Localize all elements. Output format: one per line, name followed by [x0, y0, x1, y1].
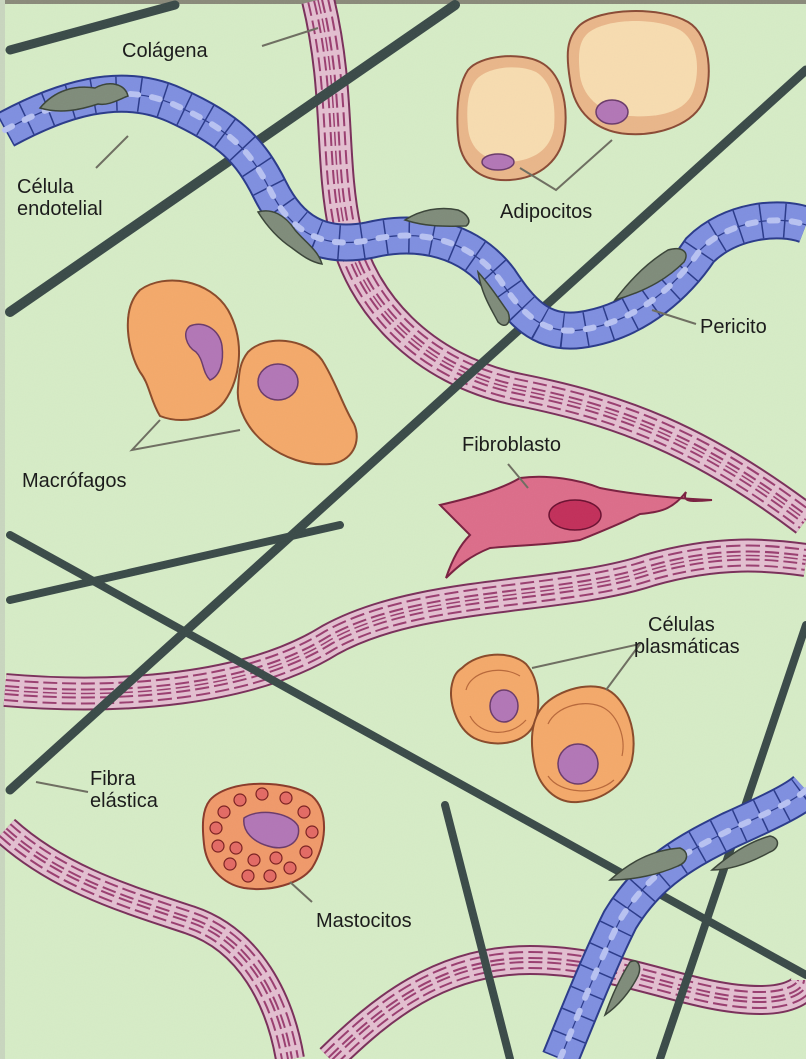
label-fibra-elastica: Fibra elástica — [90, 768, 158, 812]
label-macrofagos: Macrófagos — [22, 470, 127, 492]
label-celula-endotelial-line2: endotelial — [17, 198, 103, 220]
label-mastocitos: Mastocitos — [316, 910, 412, 932]
label-celulas-plasmaticas: Células plasmáticas — [648, 614, 740, 658]
label-fibra-elastica-line1: Fibra — [90, 768, 158, 790]
label-fibroblasto: Fibroblasto — [462, 434, 561, 456]
label-celulas-plasmaticas-line1: Células — [648, 614, 740, 636]
label-pericito: Pericito — [700, 316, 767, 338]
label-fibra-elastica-line2: elástica — [90, 790, 158, 812]
label-celulas-plasmaticas-line2: plasmáticas — [634, 636, 740, 658]
label-colagena: Colágena — [122, 40, 208, 62]
label-adipocitos: Adipocitos — [500, 201, 592, 223]
label-celula-endotelial-line1: Célula — [17, 176, 103, 198]
label-celula-endotelial: Célula endotelial — [17, 176, 103, 220]
